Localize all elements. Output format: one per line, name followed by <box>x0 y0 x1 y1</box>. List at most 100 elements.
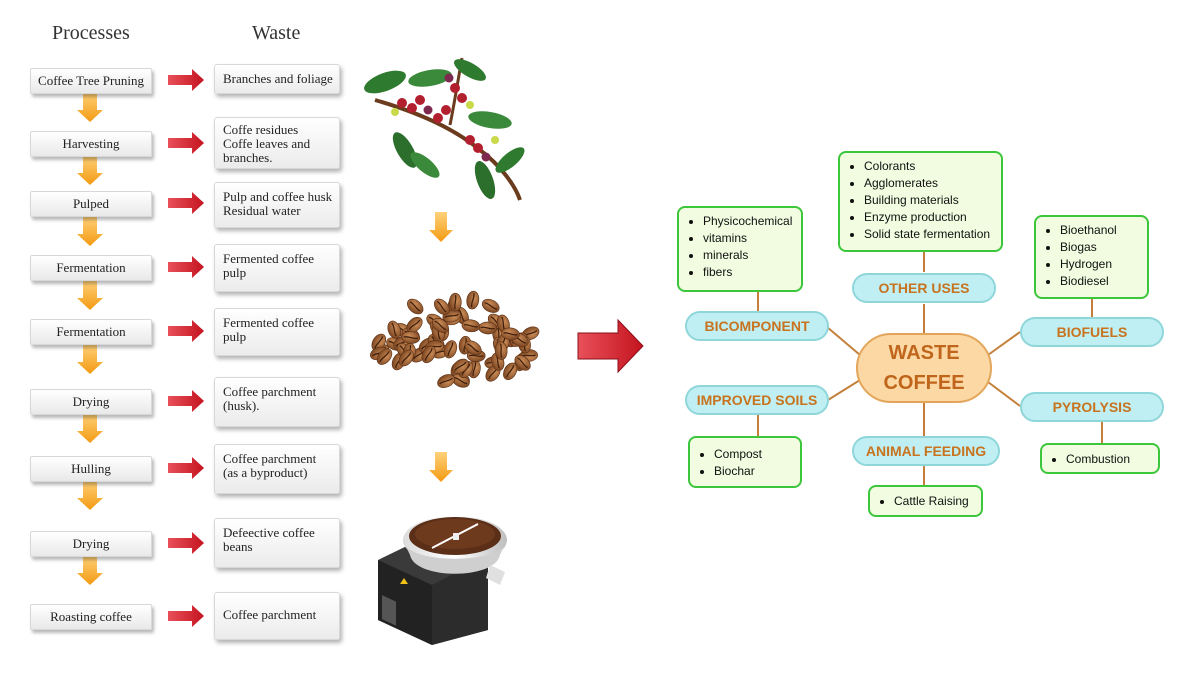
coffee-bean <box>401 331 421 344</box>
waste-text: Branches and foliage <box>223 71 333 86</box>
right-arrow <box>168 132 204 154</box>
waste-text: branches. <box>223 150 273 165</box>
right-arrow <box>168 390 204 412</box>
down-arrow <box>77 413 103 443</box>
right-arrow <box>168 69 204 91</box>
coffee-bean <box>514 354 531 371</box>
waste-box: Coffee parchment <box>214 592 340 640</box>
bicomponent-node: BICOMPONENT <box>685 311 829 341</box>
down-arrow <box>77 555 103 585</box>
waste-box: Defeective coffee beans <box>214 518 340 568</box>
waste-text: beans <box>223 539 253 554</box>
process-step: Pulped <box>30 191 152 217</box>
coffee-bean <box>461 319 481 333</box>
process-step: Coffee Tree Pruning <box>30 68 152 94</box>
coffee-branch-illustration <box>364 57 525 201</box>
coffee-bean <box>432 317 449 333</box>
process-step: Fermentation <box>30 255 152 281</box>
other-uses-item: Solid state fermentation <box>864 226 995 243</box>
improved-soils-item: Biochar <box>714 463 794 480</box>
other-uses-item: Building materials <box>864 192 995 209</box>
flow-arrows <box>77 92 453 585</box>
pyrolysis-item: Combustion <box>1066 451 1152 468</box>
coffee-bean <box>437 374 455 389</box>
coffee-bean <box>398 349 414 367</box>
coffee-bean <box>452 358 469 374</box>
biofuels-items: Bioethanol Biogas Hydrogen Biodiesel <box>1034 215 1149 299</box>
down-arrow <box>77 280 103 310</box>
pyrolysis-node: PYROLYSIS <box>1020 392 1164 422</box>
coffee-bean <box>464 340 482 356</box>
waste-text: Residual water <box>223 203 301 218</box>
processes-header: Processes <box>52 22 130 44</box>
down-arrow <box>77 344 103 374</box>
improved-soils-node: IMPROVED SOILS <box>685 385 829 415</box>
down-arrow <box>77 216 103 246</box>
other-uses-items: Colorants Agglomerates Building material… <box>838 151 1003 252</box>
waste-text: (husk). <box>223 398 260 413</box>
coffee-bean <box>443 340 458 359</box>
waste-box: Coffee parchment (as a byproduct) <box>214 444 340 494</box>
biofuels-item: Bioethanol <box>1060 222 1141 239</box>
process-step: Drying <box>30 531 152 557</box>
down-arrow <box>77 480 103 510</box>
down-arrow <box>77 92 103 122</box>
process-step: Roasting coffee <box>30 604 152 630</box>
center-label-line: COFFEE <box>883 372 965 394</box>
coffee-bean <box>448 292 462 312</box>
right-arrow <box>168 605 204 627</box>
waste-text: Coffe leaves and <box>223 136 311 151</box>
biofuels-item: Hydrogen <box>1060 256 1141 273</box>
coffee-bean <box>434 298 450 315</box>
bicomponent-item: Physicochemical <box>703 213 795 230</box>
waste-text: Pulp and coffee husk <box>223 189 333 204</box>
animal-feeding-node: ANIMAL FEEDING <box>852 436 1000 466</box>
down-arrow <box>429 212 453 242</box>
waste-box: Fermented coffee pulp <box>214 244 340 292</box>
waste-text: Coffee parchment <box>223 451 317 466</box>
center-label-line: WASTE <box>888 342 960 364</box>
coffee-bean <box>387 320 401 339</box>
animal-feeding-items: Cattle Raising <box>868 485 983 517</box>
improved-soils-item: Compost <box>714 446 794 463</box>
bicomponent-item: vitamins <box>703 230 795 247</box>
waste-box: Coffe residues Coffe leaves and branches… <box>214 117 340 169</box>
coffee-bean <box>503 362 518 380</box>
coffee-bean <box>421 345 436 364</box>
coffee-beans-illustration <box>370 290 540 389</box>
biofuels-item: Biodiesel <box>1060 273 1141 290</box>
waste-box: Pulp and coffee husk Residual water <box>214 182 340 228</box>
waste-text: pulp <box>223 329 247 344</box>
down-arrow <box>77 155 103 185</box>
process-step: Hulling <box>30 456 152 482</box>
waste-text: Fermented coffee <box>223 251 315 266</box>
biofuels-item: Biogas <box>1060 239 1141 256</box>
waste-text: pulp <box>223 265 247 280</box>
biofuels-node: BIOFUELS <box>1020 317 1164 347</box>
waste-text: Fermented coffee <box>223 315 315 330</box>
waste-box: Coffee parchment (husk). <box>214 377 340 427</box>
coffee-bean <box>501 327 520 341</box>
waste-text: Defeective coffee <box>223 525 315 540</box>
down-arrow <box>429 452 453 482</box>
waste-text: Coffee parchment <box>223 384 317 399</box>
process-step: Fermentation <box>30 319 152 345</box>
waste-header: Waste <box>252 22 301 44</box>
coffee-bean <box>494 341 508 360</box>
waste-box: Fermented coffee pulp <box>214 308 340 356</box>
big-red-arrow <box>577 318 644 374</box>
right-arrow <box>168 457 204 479</box>
coffee-bean <box>478 321 497 335</box>
coffee-bean <box>407 298 424 315</box>
mindmap-connectors <box>757 252 1103 485</box>
other-uses-item: Enzyme production <box>864 209 995 226</box>
right-arrow <box>168 320 204 342</box>
animal-feeding-item: Cattle Raising <box>894 493 975 510</box>
right-arrow <box>168 532 204 554</box>
waste-text: Coffee parchment <box>223 607 317 622</box>
coffee-bean <box>376 348 393 365</box>
improved-soils-items: Compost Biochar <box>688 436 802 488</box>
other-uses-item: Agglomerates <box>864 175 995 192</box>
bicomponent-items: Physicochemical vitamins minerals fibers <box>677 206 803 292</box>
